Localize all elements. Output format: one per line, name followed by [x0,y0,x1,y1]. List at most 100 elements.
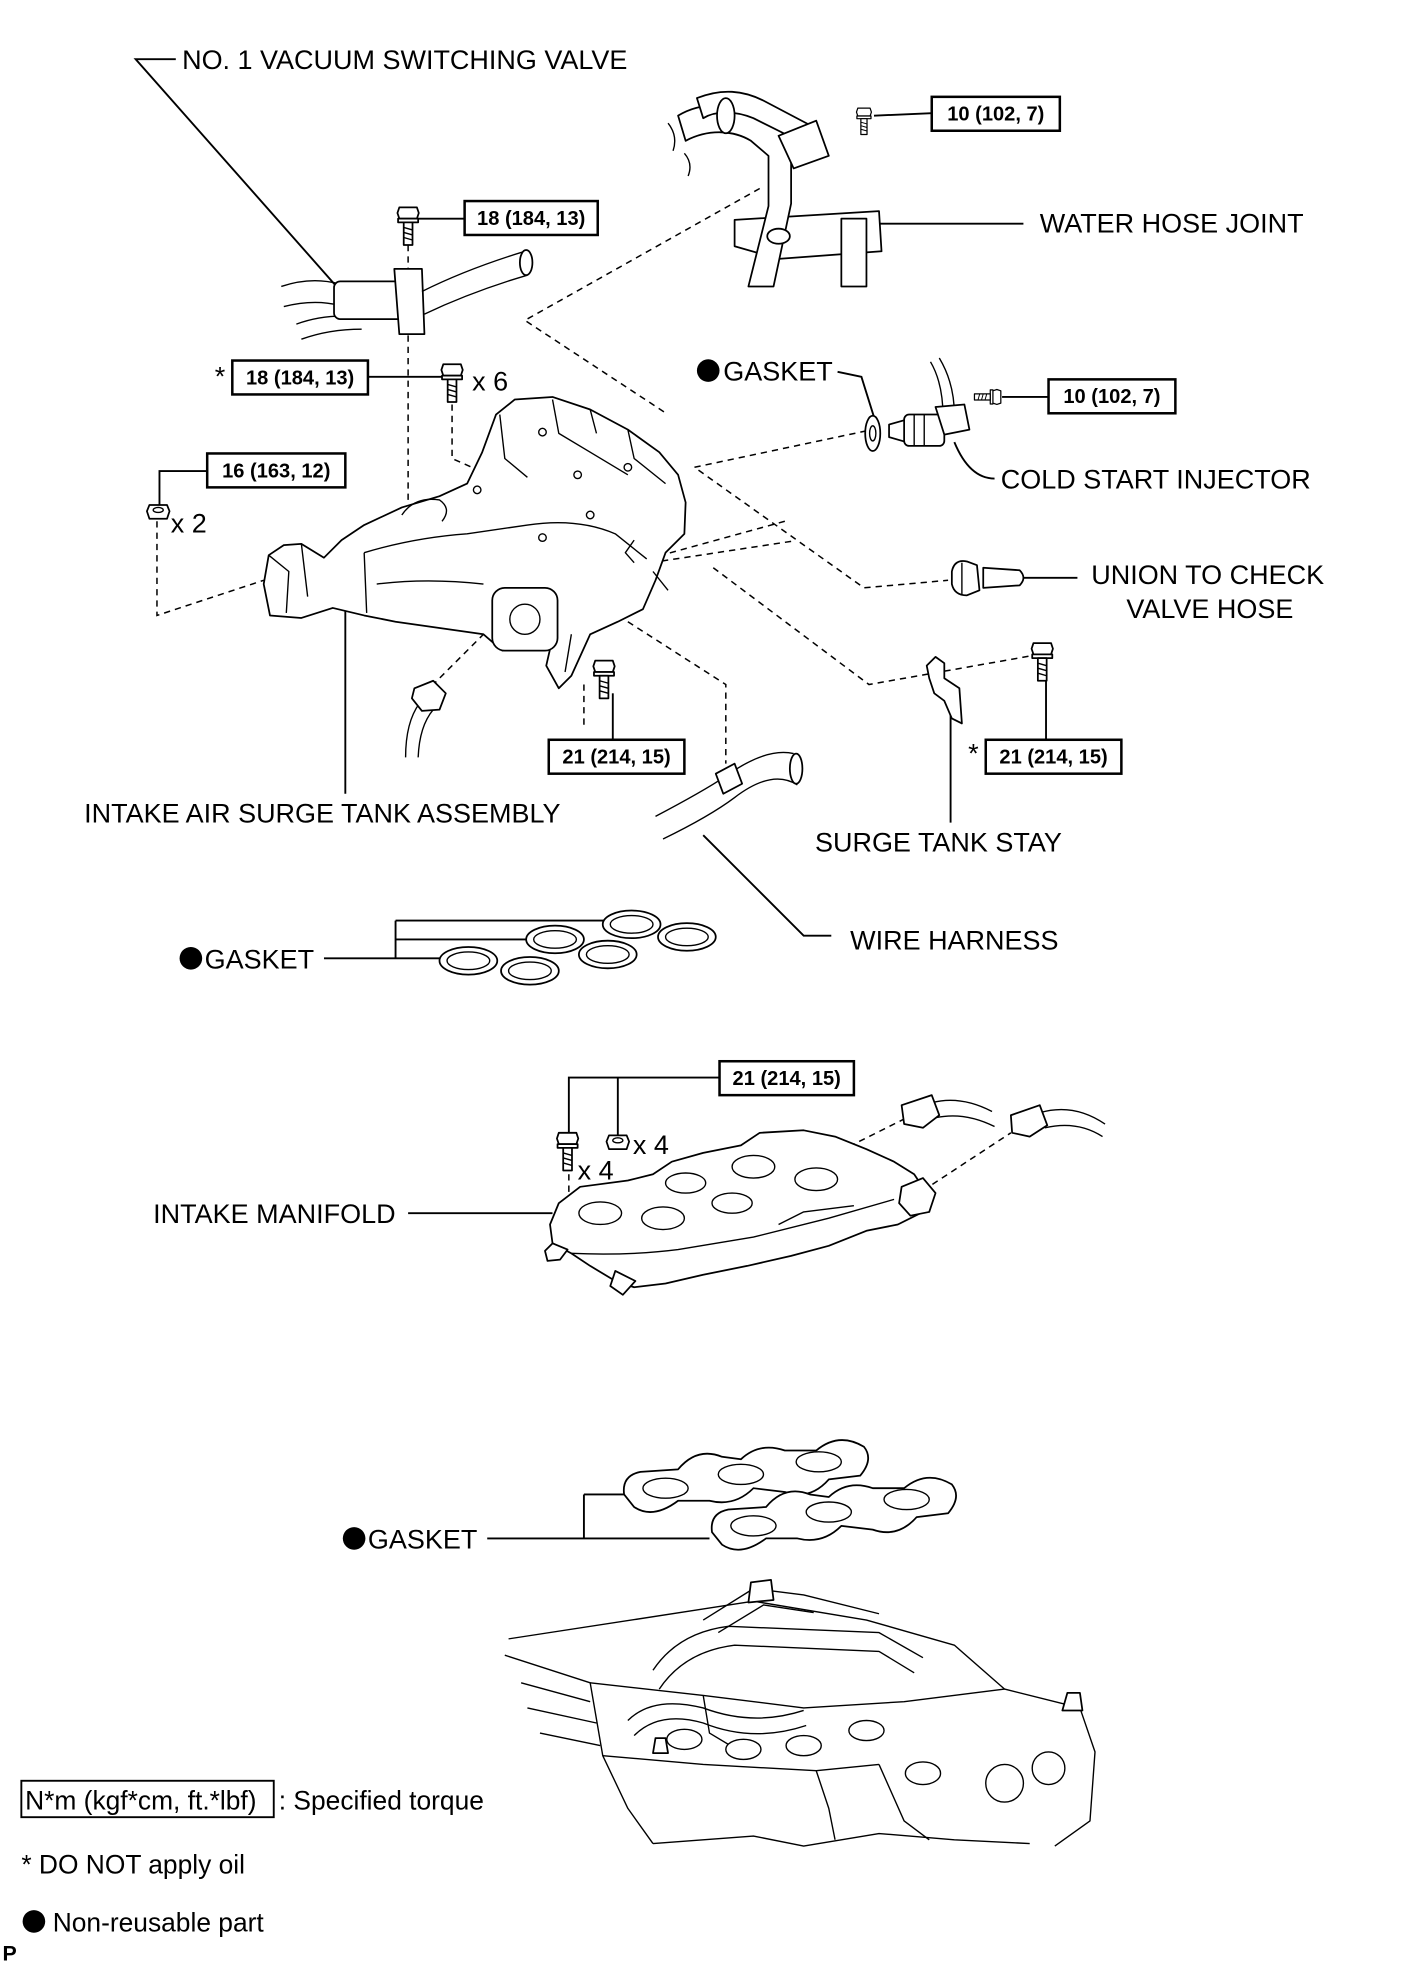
legend-no-oil: * DO NOT apply oil [21,1850,245,1880]
surge-gasket-ring [525,924,585,955]
torque-value: 18 (184, 13) [246,367,354,389]
stay-bolt [1030,642,1054,682]
throttle-bore [509,603,541,635]
surge-hole [623,462,633,472]
torque-box [547,738,686,775]
label-union-line2: VALVE HOSE [1126,594,1293,624]
torque-injector-bolt: 10 (102, 7) [1047,378,1177,415]
injector-harness-1-hose [931,1099,995,1128]
torque-surge-tank-nuts: 16 (163, 12) x 2 [171,452,347,539]
engine-fitting [747,1578,775,1604]
dashed-injector [692,430,949,589]
torque-box [463,199,599,237]
leader-gasket-manifold [487,1493,710,1540]
surge-gasket-ring-inner [664,927,709,947]
engine-port-right [985,1763,1025,1803]
vsv-hose-right [421,250,528,315]
dashed-surge-nuts [156,521,264,617]
manifold-gasket-set [622,1439,957,1551]
manifold-port [640,1206,686,1231]
corner-mark: P [3,1941,17,1963]
water-pipe-main [677,104,792,288]
vacuum-switching-valve [281,249,534,340]
manifold-gasket-hole [883,1488,930,1511]
label-water-hose-joint: WATER HOSE JOINT [1040,208,1304,238]
torque-surge-tank-lower-bolt: 21 (214, 15) [547,738,686,775]
injector-gasket [864,414,882,452]
surge-hole [585,510,595,520]
vacuum-connector [411,679,447,712]
engine-left-edge [504,1654,654,1844]
dashed-injector-connector-2 [922,1132,1012,1192]
leader-cold-start [953,441,995,480]
surge-gasket-ring [500,956,560,986]
torque-value: 21 (214, 15) [999,747,1107,769]
surge-hole [472,485,482,495]
wire-harness-end [788,752,804,785]
manifold-bolt [556,1131,580,1172]
manifold-gasket-hole [805,1501,853,1523]
leader-surge-nuts [158,470,208,505]
non-reusable-mark-icon [342,1527,366,1550]
torque-surge-tank-bolts: * 18 (184, 13) x 6 [215,359,508,397]
quantity-label: x 4 [633,1130,669,1160]
torque-vsv-bolt: 18 (184, 13) [463,199,599,237]
surge-tank-lower-bolt [592,659,616,700]
manifold-port [794,1167,839,1192]
engine-pipe-2 [702,1587,880,1634]
surge-hole [538,533,547,543]
surge-plenum-side [363,552,484,613]
label-intake-manifold: INTAKE MANIFOLD [153,1199,395,1229]
leader-water-hose-bolt [873,112,932,117]
injector-ribs [913,414,925,446]
legend: N*m (kgf*cm, ft.*lbf) : Specified torque… [20,1779,484,1937]
engine-port [725,1738,762,1761]
legend-torque-desc: : Specified torque [279,1786,484,1816]
label-cold-start-injector: COLD START INJECTOR [1001,465,1311,495]
surge-gasket-ring-inner [585,945,630,964]
leader-gasket-surge [323,919,606,960]
water-pipe-left-stub [667,122,691,177]
torque-box [1047,378,1177,415]
surge-runners [499,399,666,485]
leader-manifold-fasteners [567,1076,720,1136]
throttle-body [491,586,559,652]
surge-right-bracket [564,539,669,673]
no-oil-mark: * [968,738,979,768]
dashed-stay [712,567,1033,686]
surge-left-flange [268,543,309,613]
injector-harness-2-connector [1009,1104,1049,1138]
injector-bolt [973,388,1002,406]
surge-tank-part [262,396,687,690]
torque-box [718,1059,856,1097]
engine-block-sketch [504,1578,1096,1847]
torque-box [930,95,1062,132]
torque-value: 21 (214, 15) [562,747,670,769]
engine-top-edge [508,1600,1081,1709]
surge-gasket-ring-inner [532,929,578,949]
manifold-gasket-hole [730,1515,777,1537]
union-part [950,560,1025,597]
manifold-port [711,1192,753,1214]
manifold-lower-edge [571,1198,895,1255]
water-hose-joint-part [667,90,883,288]
leader-lines [133,58,1078,1540]
quantity-label: x 4 [578,1155,614,1185]
surge-tank-stay-part [925,656,963,725]
engine-stud [652,1737,669,1755]
engine-pipe [652,1625,924,1690]
legend-torque-box [20,1779,275,1819]
surge-gasket-set [438,909,717,986]
engine-right-edge [1054,1707,1096,1847]
manifold-nut [605,1134,631,1151]
cold-start-injector-part [888,357,971,447]
water-hose-bolt [855,107,873,136]
surge-hole [573,470,583,480]
manifold-gasket-hole [795,1451,843,1473]
torque-value: 21 (214, 15) [733,1068,841,1090]
surge-hole [538,427,547,437]
water-clamp-2 [766,227,791,245]
engine-port [785,1734,822,1757]
manifold-connector [898,1177,937,1217]
